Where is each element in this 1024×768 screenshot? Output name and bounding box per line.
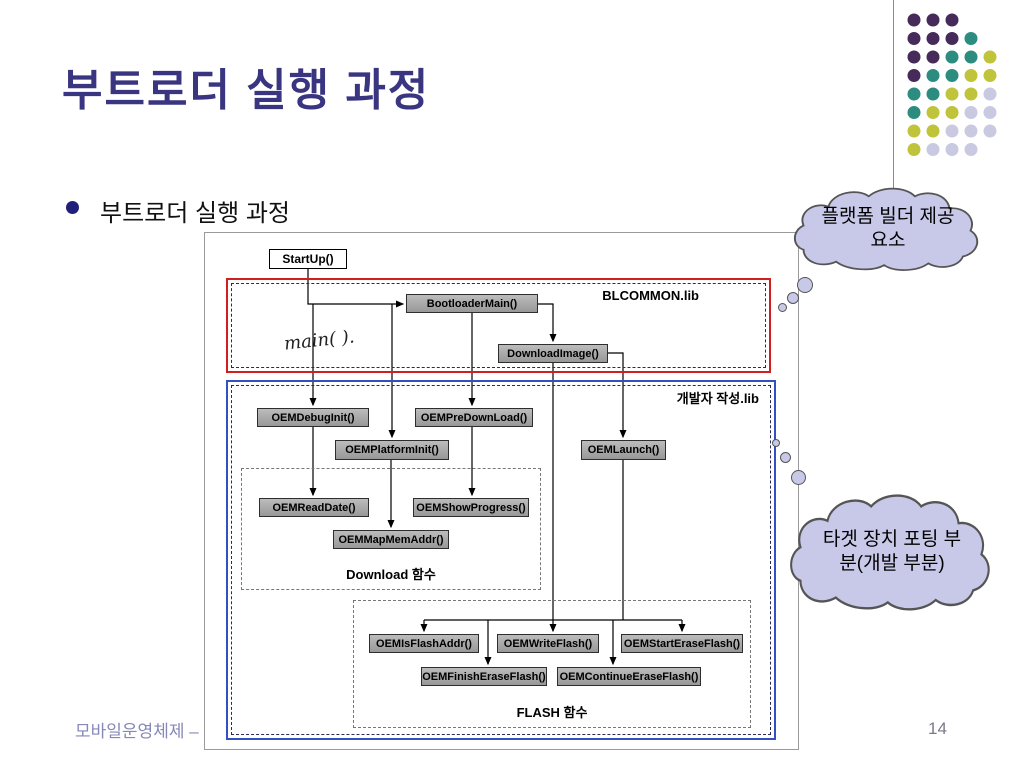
node-downloadimage: DownloadImage() (498, 344, 608, 363)
node-oemfinisheraseflash: OEMFinishEraseFlash() (421, 667, 547, 686)
cloud-shape (790, 494, 990, 611)
download-functions-group: Download 함수 (241, 468, 541, 590)
node-oemisflashaddr: OEMIsFlashAddr() (369, 634, 479, 653)
diagram-frame: BLCOMMON.lib main( ). 개발자 작성.lib Downloa… (204, 232, 799, 750)
node-oemplatforminit: OEMPlatformInit() (335, 440, 449, 460)
developer-lib-label: 개발자 작성.lib (676, 391, 759, 406)
callout-target-porting: 타겟 장치 포팅 부분(개발 부분) (788, 492, 996, 612)
callout-target-porting-text: 타겟 장치 포팅 부분(개발 부분) (822, 529, 962, 574)
node-oemcontinueeraseflash: OEMContinueEraseFlash() (557, 667, 701, 686)
thought-bubble (797, 277, 813, 293)
node-oemshowprogress: OEMShowProgress() (413, 498, 529, 517)
blcommon-region: BLCOMMON.lib main( ). (226, 278, 771, 373)
dot-pattern-decoration (907, 13, 997, 156)
flow-arrows (307, 269, 686, 666)
blcommon-label: BLCOMMON.lib (602, 288, 699, 303)
node-oemlaunch: OEMLaunch() (581, 440, 666, 460)
download-group-label: Download 함수 (346, 567, 436, 582)
node-oemdebuginit: OEMDebugInit() (257, 408, 369, 427)
vertical-rule-decoration (893, 0, 894, 190)
developer-inner-border (231, 385, 771, 735)
page-title: 부트로더 실행 과정 (62, 66, 431, 115)
node-bootloadermain: BootloaderMain() (406, 294, 538, 313)
bullet-icon (66, 201, 79, 214)
node-oemmapmemaddr: OEMMapMemAddr() (333, 530, 449, 549)
callout-platform-builder-text: 플랫폼 빌더 제공 요소 (821, 206, 955, 251)
footer-course-label: 모바일운영체제 – (75, 722, 199, 741)
thought-bubble (791, 470, 806, 485)
cloud-shape (793, 187, 979, 271)
bullet-text: 부트로더 실행 과정 (100, 200, 290, 227)
flash-group-label: FLASH 함수 (516, 705, 588, 720)
developer-lib-region: 개발자 작성.lib (226, 380, 776, 740)
node-startup: StartUp() (269, 249, 347, 269)
page-number: 14 (928, 719, 947, 738)
node-oempredownload: OEMPreDownLoad() (415, 408, 533, 427)
thought-bubble (778, 303, 787, 312)
node-oemstarteraseflash: OEMStartEraseFlash() (621, 634, 743, 653)
blcommon-inner-border (231, 283, 766, 368)
thought-bubble (772, 439, 780, 447)
flash-functions-group: FLASH 함수 (353, 600, 751, 728)
thought-bubble (780, 452, 791, 463)
node-oemwriteflash: OEMWriteFlash() (497, 634, 599, 653)
node-oemreaddate: OEMReadDate() (259, 498, 369, 517)
thought-bubble (787, 292, 799, 304)
callout-platform-builder: 플랫폼 빌더 제공 요소 (792, 186, 984, 272)
